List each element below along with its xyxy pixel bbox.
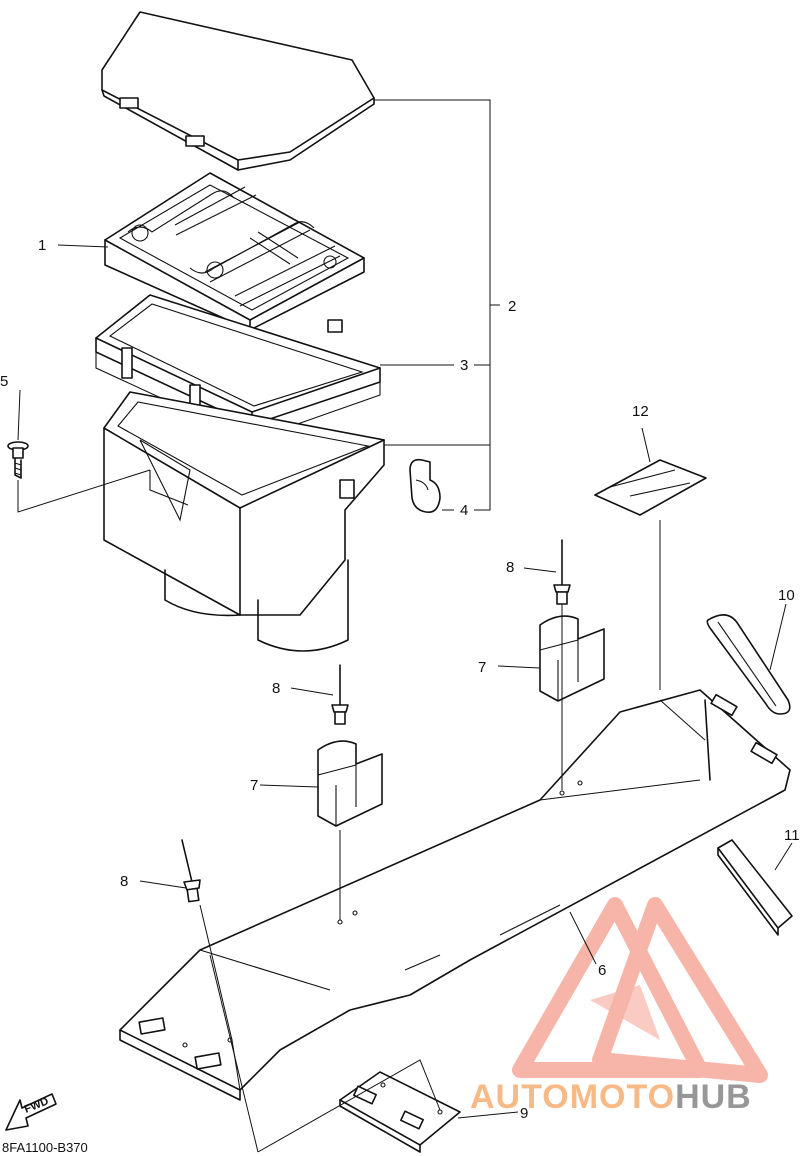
automotohub-logo — [512, 897, 768, 1083]
callout-8-left: 8 — [120, 873, 128, 890]
base-plate — [119, 689, 791, 1101]
callout-2: 2 — [508, 298, 516, 315]
brand-hub: HUB — [675, 1078, 752, 1116]
rubber-strip — [706, 614, 791, 715]
callout-8-middle: 8 — [272, 680, 280, 697]
brand-automoto: AUTOMOTO — [470, 1078, 675, 1116]
leader-lines — [17, 99, 793, 1153]
tool-tray — [104, 172, 365, 331]
cover-lid — [101, 11, 375, 171]
callout-numbers: 1 2 3 4 5 6 7 7 8 8 8 9 10 11 12 — [0, 237, 800, 1122]
callout-5: 5 — [0, 373, 8, 390]
callout-6: 6 — [598, 962, 606, 979]
bracket-right — [539, 615, 605, 702]
case-body — [103, 391, 385, 652]
clip — [409, 458, 441, 514]
callout-7-left: 7 — [250, 777, 258, 794]
small-plate — [339, 1071, 461, 1153]
fwd-arrow-icon: FWD — [5, 1093, 57, 1131]
callout-3: 3 — [460, 357, 468, 374]
callout-7-right: 7 — [478, 659, 486, 676]
automotohub-wordmark: AUTOMOTOHUB — [470, 1078, 752, 1116]
rivet-left — [181, 839, 201, 903]
svg-text:AUTOMOTOHUB: AUTOMOTOHUB — [470, 1078, 752, 1116]
callout-9: 9 — [520, 1105, 528, 1122]
bracket-left — [317, 740, 383, 827]
warning-label — [594, 459, 707, 516]
drawing-code: 8FA1100-B370 — [2, 1140, 88, 1155]
callout-4: 4 — [460, 502, 468, 519]
rivet-middle — [331, 664, 349, 725]
callout-12: 12 — [632, 403, 649, 420]
callout-11: 11 — [784, 827, 800, 844]
bolt — [7, 441, 29, 479]
tray-frame — [95, 294, 381, 441]
callout-1: 1 — [38, 237, 46, 254]
callout-10: 10 — [778, 587, 795, 604]
callout-8-right: 8 — [506, 559, 514, 576]
rivet-right — [553, 539, 571, 605]
bar-piece — [717, 839, 793, 936]
